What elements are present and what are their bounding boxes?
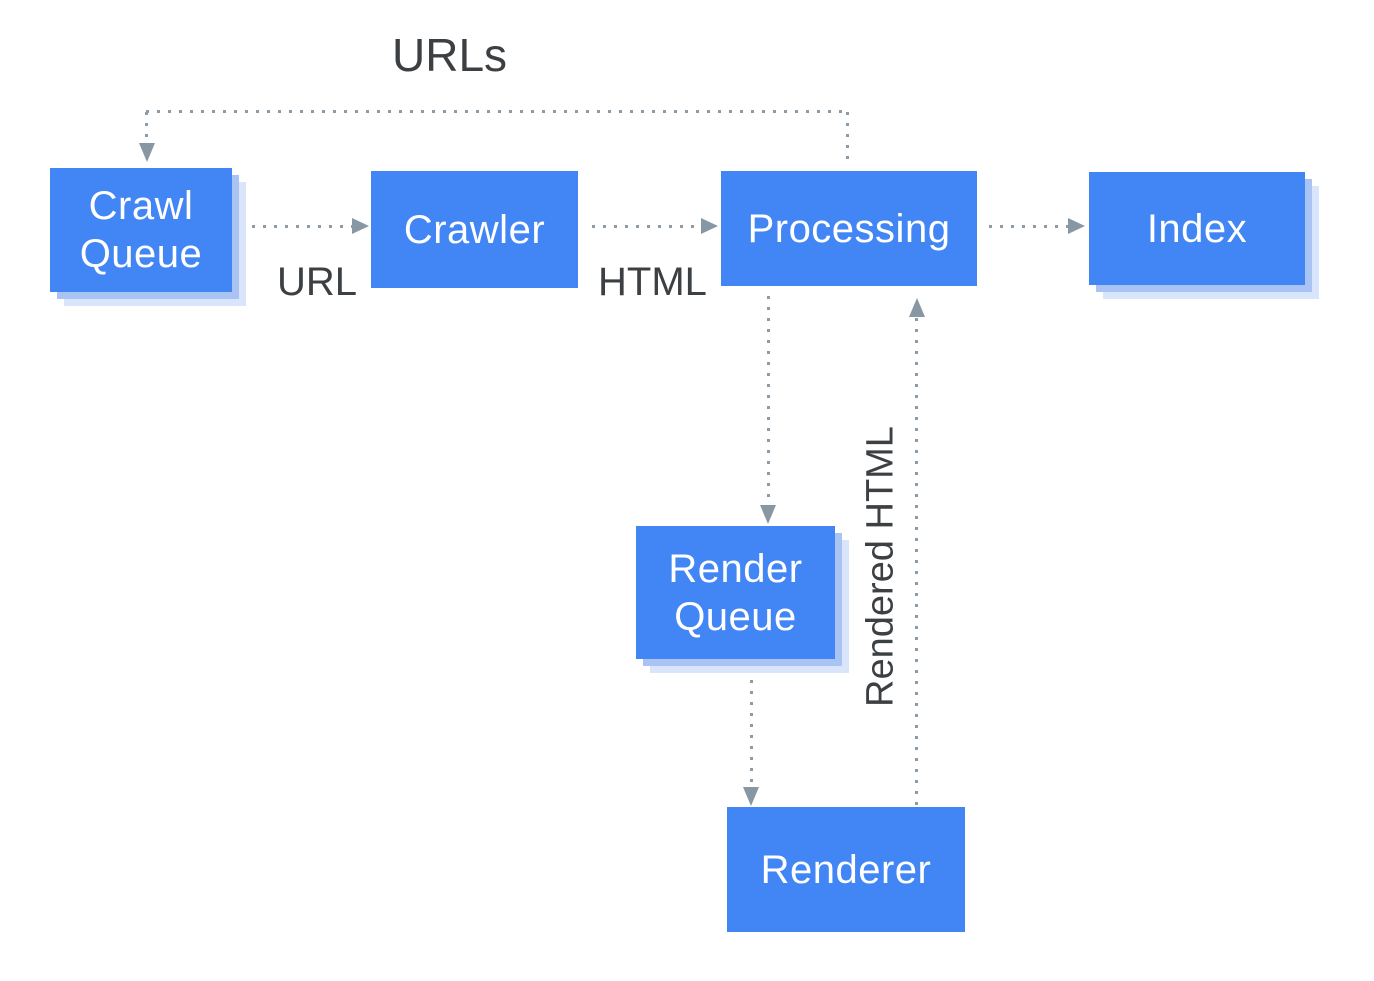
- arrowhead-into-index-icon: [1068, 218, 1085, 234]
- node-label: Crawl Queue: [79, 184, 203, 276]
- edge-crawl-queue-to-crawler-line: [252, 225, 352, 228]
- edge-label-rendered-html: Rendered HTML: [859, 426, 902, 707]
- node-label: Processing: [747, 206, 951, 251]
- edge-render-queue-to-renderer-line: [750, 680, 753, 787]
- arrowhead-up-into-processing-icon: [909, 298, 925, 317]
- arrowhead-into-render-queue-icon: [760, 505, 776, 524]
- node-label: Render Queue: [668, 546, 803, 639]
- node-index: Index: [1089, 172, 1305, 285]
- arrowhead-into-crawler-icon: [352, 218, 369, 234]
- node-crawler: Crawler: [371, 171, 578, 288]
- edge-label-urls: URLs: [392, 29, 508, 81]
- edge-processing-to-crawl-queue-line: [146, 110, 848, 113]
- node-label: Index: [1146, 206, 1248, 251]
- edge-processing-to-index-line: [989, 225, 1068, 228]
- node-processing: Processing: [721, 171, 977, 286]
- arrowhead-into-crawl-queue-icon: [139, 143, 155, 162]
- edge-label-html: HTML: [598, 260, 707, 304]
- node-render-queue: Render Queue: [636, 526, 835, 659]
- edge-processing-to-render-queue-line: [767, 296, 770, 505]
- node-label: Crawler: [403, 207, 546, 252]
- node-label: Renderer: [760, 847, 932, 892]
- arrowhead-into-processing-icon: [701, 218, 718, 234]
- arrowhead-into-renderer-icon: [743, 787, 759, 806]
- node-crawl-queue: Crawl Queue: [50, 168, 232, 292]
- edge-renderer-to-processing-line: [915, 318, 918, 807]
- node-renderer: Renderer: [727, 807, 965, 932]
- edge-label-url: URL: [277, 260, 358, 304]
- edge-processing-to-crawl-queue-left-drop: [145, 112, 148, 144]
- edge-crawler-to-processing-line: [592, 225, 700, 228]
- edge-processing-to-crawl-queue-right-riser: [846, 112, 849, 167]
